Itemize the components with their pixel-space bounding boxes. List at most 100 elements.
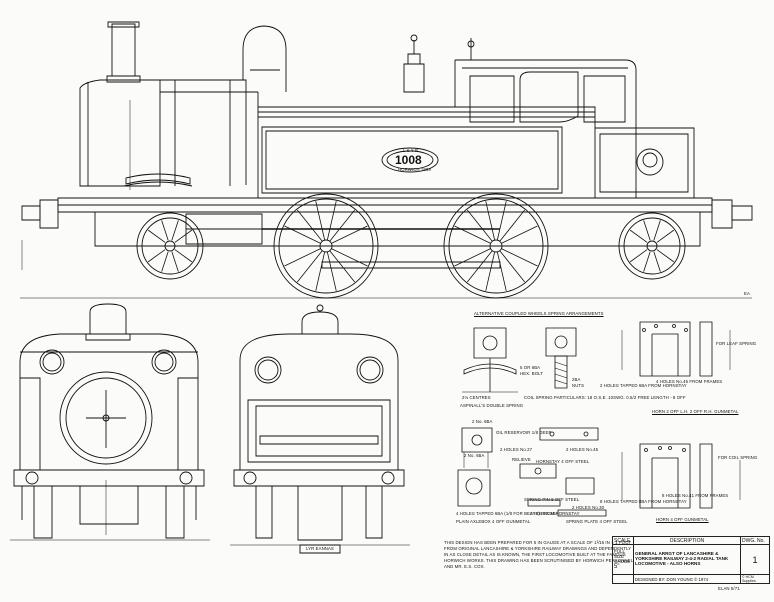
tapped-note: 4 HOLES TAPPED 6BA (1/8 FOR BEATS) FROM … bbox=[456, 511, 580, 516]
rear-end-view bbox=[230, 304, 410, 554]
wheel-spoke bbox=[643, 220, 651, 241]
nut-note-2: HEX. BOLT bbox=[520, 371, 544, 376]
wheel-spoke bbox=[485, 251, 496, 291]
dwg-value: 1 bbox=[740, 544, 770, 575]
spring-plate-label: SPRING PLATE 4 OFF STEEL bbox=[566, 519, 628, 524]
holes-2ba: 2 HOLES 2BA bbox=[530, 511, 559, 516]
spring-pin-label: SPRING PIN 8 OFF STEEL bbox=[524, 497, 580, 502]
plate-bottom-text: HORWICH 1889 bbox=[398, 167, 431, 172]
holes-6ba-2: 2 No. 6BA bbox=[472, 419, 493, 424]
wheel-spoke bbox=[329, 250, 355, 283]
wheel-spoke bbox=[171, 251, 179, 272]
corner-ref: EA bbox=[744, 291, 750, 296]
horn-2-label: HORN 4 OFF GUNMETAL bbox=[656, 517, 709, 522]
holes-no30: 2 HOLES No.30 bbox=[572, 505, 605, 510]
nut-note-3: 2BA bbox=[572, 377, 581, 382]
scale-size: SIZE bbox=[614, 554, 625, 559]
description-label: DESCRIPTION bbox=[633, 536, 741, 545]
wheel-spoke bbox=[161, 220, 169, 241]
wheel-spoke bbox=[147, 249, 166, 263]
holes-no41: 8 HOLES No.41 FROM FRAMES bbox=[662, 493, 729, 498]
wheel-spoke bbox=[284, 248, 321, 267]
wheel-spoke bbox=[297, 209, 323, 242]
wheel-spoke bbox=[174, 249, 193, 263]
plate-top-text: L & Y R bbox=[403, 148, 419, 153]
oil-reservoir: OIL RESERVOIR 1/8 DEEP bbox=[496, 430, 552, 435]
for-leaf-spring: FOR LEAF SPRING bbox=[716, 341, 757, 346]
number-plate-text: 1008 bbox=[395, 153, 422, 167]
note-line-2: FROM ORIGINAL LANCASHIRE & YORKSHIRE RAI… bbox=[444, 546, 632, 551]
holes-no46: 4 HOLES No.46 FROM FRAMES bbox=[656, 379, 723, 384]
wheel-spoke bbox=[284, 225, 321, 244]
dwg-label: DWG. No. bbox=[740, 536, 770, 545]
wheel-spoke bbox=[653, 251, 661, 272]
spring-details bbox=[457, 327, 607, 517]
relieve-label: RELIEVE bbox=[512, 457, 531, 462]
holes-6ba-1: 2 No. 6BA bbox=[464, 453, 485, 458]
horn-1-label: HORN 2 OFF L.H. 2 OFF R.H. GUNMETAL bbox=[652, 409, 739, 414]
axlebox-label: PLAIN AXLEBOX 4 OFF GUNMETAL bbox=[456, 519, 531, 524]
wheel-spoke bbox=[656, 249, 675, 263]
wheel-spoke bbox=[496, 201, 507, 241]
wheel-spoke bbox=[467, 209, 493, 242]
wheel-spoke bbox=[499, 250, 525, 283]
tapped-8ba: 8 HOLES TAPPED 8BA FROM HORNSTAY bbox=[600, 499, 687, 504]
note-line-4: HORWICH WORKS. THIS DRAWING HAS BEEN SCR… bbox=[444, 558, 634, 563]
spring-centres: 2⅛ CENTRES bbox=[462, 395, 491, 400]
wheel-spoke bbox=[454, 248, 491, 267]
copyright: © HCM Supplies bbox=[740, 574, 770, 584]
front-end-view bbox=[10, 303, 210, 541]
wheel-spoke bbox=[174, 229, 193, 243]
wheel-spoke bbox=[331, 248, 368, 267]
wheel-spoke bbox=[297, 250, 323, 283]
gauge-label: GAUGE bbox=[614, 559, 631, 564]
tapped-6ba: 2 HOLES TAPPED 6BA FROM HORNSTAY bbox=[600, 383, 687, 388]
note-line-5: AND MR. E.S. COX. bbox=[444, 564, 485, 569]
note-line-3: IN AS CLOSE DETAIL AS IS KNOWN, THE FIRS… bbox=[444, 552, 626, 557]
wheel-spoke bbox=[329, 209, 355, 242]
buffer-plate-text: LYR EANNAS bbox=[306, 546, 334, 551]
wheel-spoke bbox=[326, 201, 337, 241]
wheel-spoke bbox=[485, 201, 496, 241]
nut-note-4: NUTS bbox=[572, 383, 585, 388]
wheel-spoke bbox=[499, 209, 525, 242]
spring-left-caption: ASPINALL'S DOUBLE SPRING bbox=[460, 403, 524, 408]
wheel-spoke bbox=[315, 201, 326, 241]
wheel-spoke bbox=[653, 220, 661, 241]
wheel-spoke bbox=[171, 220, 179, 241]
note-line-1: THIS DESIGN HAS BEEN PREPARED FOR 5 IN G… bbox=[444, 540, 632, 545]
scale-label: SCALE bbox=[612, 536, 634, 545]
scale-full: FULL bbox=[614, 549, 626, 554]
designed-by: DESIGNED BY: DON YOUNG © 1974 bbox=[633, 574, 741, 584]
for-coil-spring: FOR COIL SPRING bbox=[718, 455, 758, 460]
drawn-by: ELAN 5/71 bbox=[718, 586, 740, 591]
hornstay-label: HORNSTAY 4 OFF STEEL bbox=[536, 459, 590, 464]
gauge-value: 5" bbox=[614, 564, 620, 570]
wheel-spoke bbox=[629, 229, 648, 243]
wheel-spoke bbox=[501, 225, 538, 244]
wheel-spoke bbox=[629, 249, 648, 263]
wheel-spoke bbox=[454, 225, 491, 244]
side-elevation bbox=[20, 21, 753, 299]
wheel-spoke bbox=[656, 229, 675, 243]
spring-heading: ALTERNATIVE COUPLED WHEELS SPRING ARRANG… bbox=[474, 311, 604, 316]
wheel-spokes bbox=[143, 201, 679, 291]
drill-45: 2 HOLES No.45 bbox=[566, 447, 599, 452]
wheel-spoke bbox=[331, 225, 368, 244]
wheel-spoke bbox=[315, 251, 326, 291]
description-text: GENERAL ARRGT OF LANCASHIRE & YORKSHIRE … bbox=[633, 544, 741, 575]
wheel-spoke bbox=[467, 250, 493, 283]
wheel-spoke bbox=[496, 251, 507, 291]
nut-note-1: 5 OR 6BA bbox=[520, 365, 541, 370]
wheel-spoke bbox=[161, 251, 169, 272]
wheel-spoke bbox=[643, 251, 651, 272]
wheel-spoke bbox=[326, 251, 337, 291]
wheel-spoke bbox=[147, 229, 166, 243]
drill-27: 2 HOLES No.27 bbox=[500, 447, 533, 452]
horn-details bbox=[621, 321, 741, 509]
wheel-spoke bbox=[501, 248, 538, 267]
coil-note: COIL SPRING PARTICULARS: 18 O.S.E. 10SWG… bbox=[524, 395, 686, 400]
